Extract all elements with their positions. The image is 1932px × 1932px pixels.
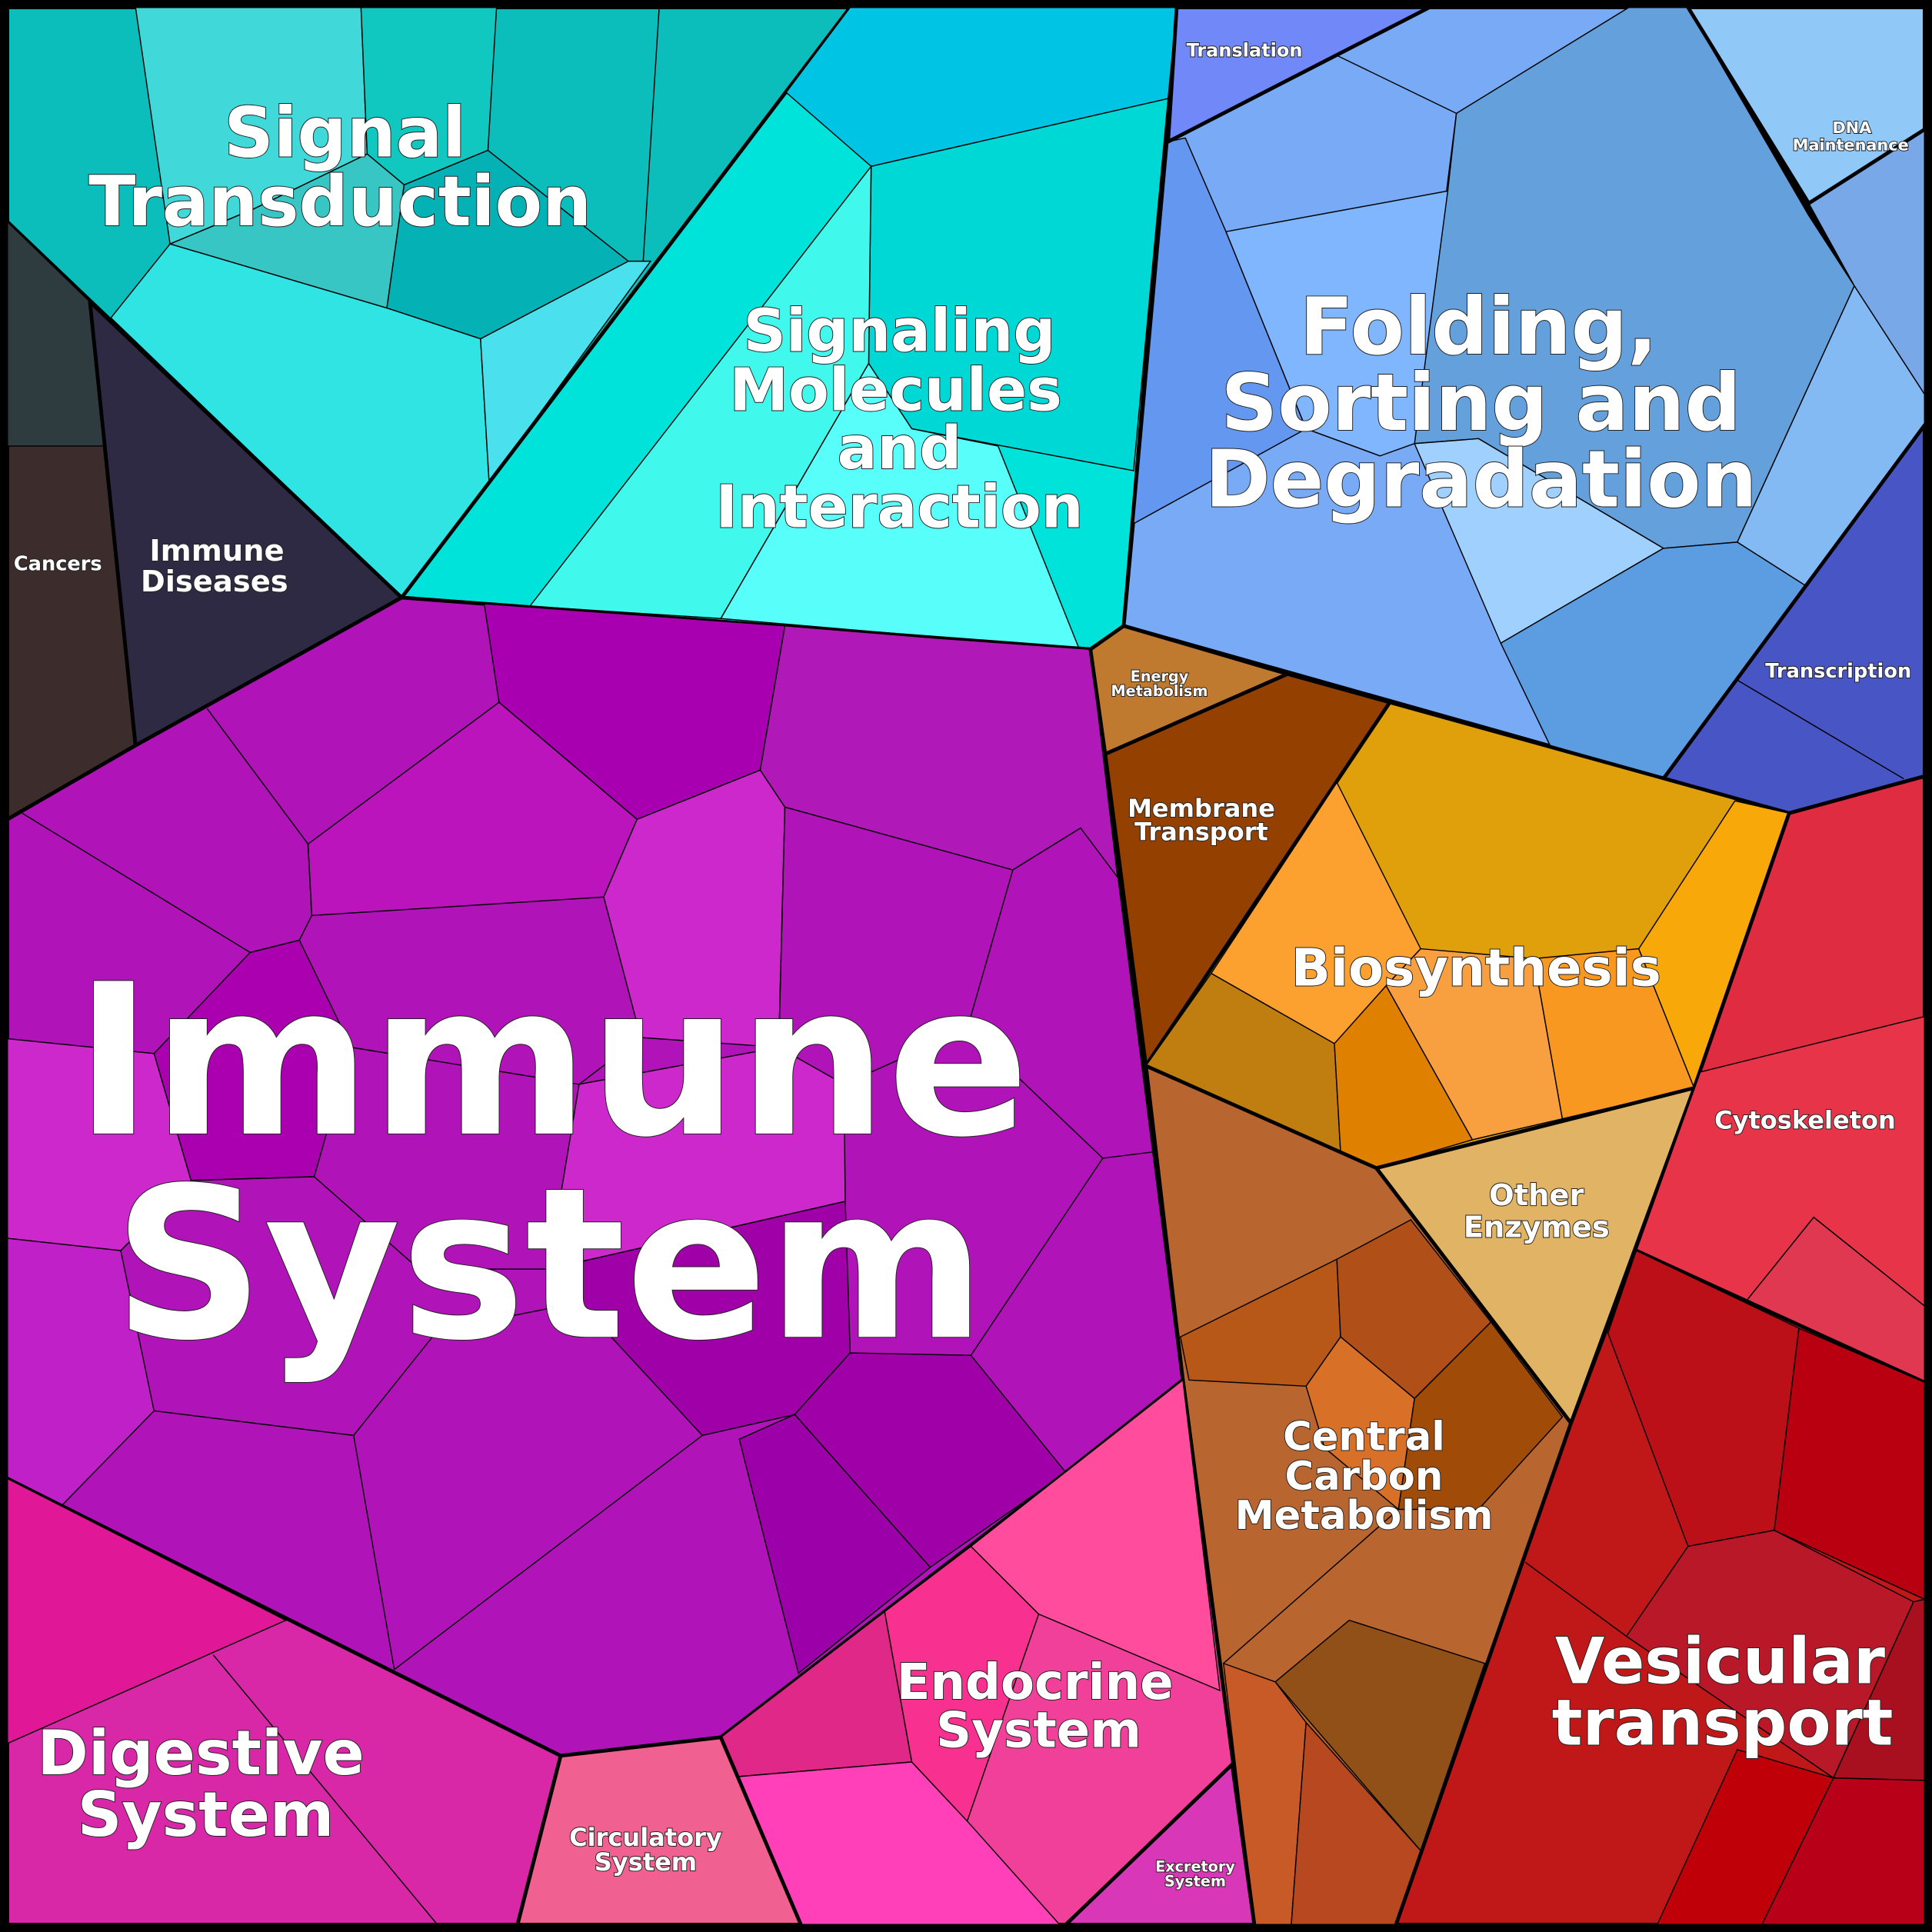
label-cytoskeleton: Cytoskeleton <box>1714 1105 1896 1134</box>
label-digestive: System <box>78 1779 335 1850</box>
label-signaling-molecules: Interaction <box>715 474 1083 542</box>
label-excretory: Excretory <box>1155 1858 1235 1876</box>
region-central-carbon-metabolism[interactable] <box>1144 1064 1574 1927</box>
label-transcription: Transcription <box>1765 660 1911 683</box>
region-endocrine-system[interactable] <box>718 1377 1257 1927</box>
label-signaling-molecules: Molecules <box>730 356 1062 425</box>
region-folding-sorting-degradation[interactable] <box>1121 5 1927 815</box>
label-signaling-molecules: and <box>838 415 962 483</box>
label-immune-system: System <box>113 1143 985 1387</box>
region-vesicular-transport[interactable] <box>1394 1248 1927 1927</box>
label-vesicular: transport <box>1552 1685 1894 1760</box>
region-signal-transduction[interactable] <box>5 5 852 600</box>
label-circulatory: System <box>595 1847 697 1877</box>
label-signal-transduction: Transduction <box>88 162 591 242</box>
label-signaling-molecules: Signaling <box>744 298 1056 366</box>
label-immune-diseases: Diseases <box>141 565 288 599</box>
label-immune-diseases: Immune <box>149 534 284 568</box>
label-cancers: Cancers <box>14 553 102 576</box>
label-folding: Folding, <box>1300 281 1657 373</box>
label-folding: Degradation <box>1205 434 1757 525</box>
label-translation: Translation <box>1187 40 1303 62</box>
label-signal-transduction: Signal <box>224 93 466 173</box>
label-endocrine: Endocrine <box>897 1654 1174 1711</box>
region-immune-system[interactable] <box>5 595 1185 1758</box>
label-central-carbon: Metabolism <box>1235 1493 1494 1539</box>
region-biosynthesis[interactable] <box>1144 700 1791 1171</box>
label-dna-maintenance: Maintenance <box>1793 135 1909 154</box>
label-digestive: Digestive <box>37 1717 365 1789</box>
label-biosynthesis: Biosynthesis <box>1291 938 1661 998</box>
label-other-enzymes: Enzymes <box>1464 1210 1610 1244</box>
label-energy-metabolism: Energy <box>1131 668 1189 685</box>
label-circulatory: Circulatory <box>569 1823 722 1852</box>
label-immune-system: Immune <box>75 940 1029 1184</box>
labels: Signal Transduction Signaling Molecules … <box>13 39 1912 1891</box>
label-central-carbon: Carbon <box>1285 1454 1444 1500</box>
label-membrane-transport: Membrane <box>1128 794 1275 823</box>
region-cytoskeleton[interactable] <box>1634 774 1927 1384</box>
label-membrane-transport: Transport <box>1134 818 1268 847</box>
label-dna-maintenance: DNA <box>1832 118 1871 137</box>
label-vesicular: Vesicular <box>1555 1624 1885 1698</box>
label-folding: Sorting and <box>1221 358 1741 449</box>
label-endocrine: System <box>936 1703 1141 1760</box>
label-central-carbon: Central <box>1283 1414 1445 1461</box>
region-signaling-molecules[interactable] <box>399 5 1179 651</box>
label-other-enzymes: Other <box>1489 1178 1584 1213</box>
label-excretory: System <box>1164 1873 1226 1890</box>
label-energy-metabolism: Metabolism <box>1111 682 1208 700</box>
